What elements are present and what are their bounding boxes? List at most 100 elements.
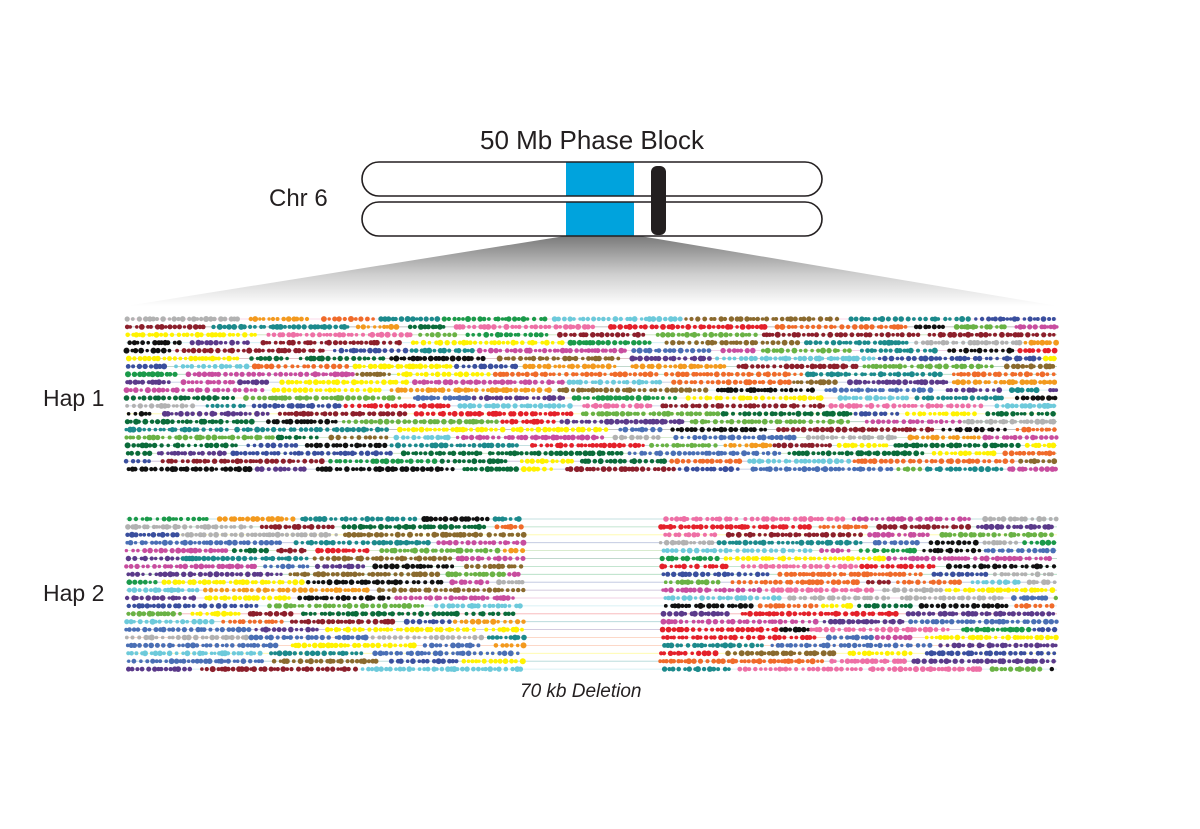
read-dot bbox=[917, 466, 923, 472]
read-dot bbox=[263, 450, 269, 456]
read-dot bbox=[974, 458, 981, 464]
read-dot bbox=[415, 372, 420, 377]
read-dot bbox=[965, 418, 972, 425]
read-dot bbox=[832, 348, 838, 353]
read-dot bbox=[461, 317, 465, 321]
read-dot bbox=[945, 396, 950, 400]
read-dot bbox=[257, 435, 263, 440]
read-dot bbox=[779, 323, 786, 330]
read-dot bbox=[469, 348, 475, 354]
read-dot bbox=[710, 516, 715, 522]
read-dot bbox=[689, 564, 693, 569]
read-dot bbox=[814, 332, 819, 338]
read-dot bbox=[820, 347, 826, 354]
read-dot bbox=[299, 451, 304, 456]
read-dot bbox=[1039, 395, 1045, 401]
read-segment bbox=[237, 379, 270, 386]
read-dot bbox=[287, 525, 292, 529]
read-dot bbox=[186, 426, 192, 433]
read-dot bbox=[366, 396, 371, 400]
read-dot bbox=[525, 427, 530, 432]
read-segment bbox=[389, 442, 519, 449]
read-dot bbox=[245, 427, 251, 433]
read-dot bbox=[1010, 411, 1016, 417]
read-dot bbox=[735, 451, 740, 456]
read-dot bbox=[959, 316, 966, 322]
read-dot bbox=[460, 541, 464, 545]
read-dot bbox=[972, 356, 978, 361]
read-dot bbox=[418, 316, 424, 322]
read-dot bbox=[612, 466, 618, 472]
read-dot bbox=[1002, 555, 1008, 562]
read-dot bbox=[577, 379, 583, 385]
read-dot bbox=[1016, 339, 1023, 346]
read-dot bbox=[161, 395, 166, 401]
read-dot bbox=[472, 363, 478, 369]
read-dot bbox=[562, 434, 568, 441]
read-dot bbox=[756, 434, 763, 441]
read-dot bbox=[649, 442, 655, 448]
read-dot bbox=[317, 427, 323, 433]
read-dot bbox=[344, 348, 349, 353]
read-dot bbox=[1053, 516, 1059, 522]
read-segment bbox=[126, 411, 152, 417]
read-dot bbox=[666, 467, 672, 472]
read-dot bbox=[515, 451, 520, 456]
read-dot bbox=[446, 388, 451, 392]
read-dot bbox=[970, 387, 976, 393]
read-dot bbox=[246, 466, 253, 473]
read-dot bbox=[227, 332, 232, 337]
read-dot bbox=[655, 435, 661, 440]
read-dot bbox=[765, 340, 770, 345]
read-dot bbox=[555, 459, 559, 463]
read-dot bbox=[835, 356, 840, 361]
read-dot bbox=[350, 427, 356, 433]
read-dot bbox=[390, 364, 394, 369]
read-dot bbox=[410, 363, 416, 370]
read-dot bbox=[792, 450, 797, 456]
read-dot bbox=[514, 540, 520, 545]
read-dot bbox=[271, 387, 277, 393]
read-dot bbox=[199, 316, 204, 322]
read-dot bbox=[937, 466, 943, 472]
read-dot bbox=[957, 531, 964, 538]
read-dot bbox=[972, 411, 977, 417]
read-dot bbox=[831, 387, 838, 393]
read-dot bbox=[334, 443, 340, 448]
read-dot bbox=[906, 332, 912, 338]
read-segment bbox=[914, 339, 1023, 346]
read-dot bbox=[637, 458, 643, 464]
read-dot bbox=[355, 372, 359, 376]
read-dot bbox=[852, 324, 858, 330]
read-dot bbox=[457, 547, 464, 554]
read-dot bbox=[425, 332, 429, 337]
read-dot bbox=[314, 563, 321, 570]
read-dot bbox=[197, 451, 201, 456]
read-dot bbox=[609, 372, 614, 377]
read-dot bbox=[518, 356, 523, 361]
read-dot bbox=[303, 395, 310, 401]
read-dot bbox=[691, 331, 698, 338]
read-dot bbox=[870, 517, 874, 521]
read-dot bbox=[364, 450, 371, 457]
read-dot bbox=[622, 348, 627, 353]
read-dot bbox=[236, 435, 241, 440]
read-dot bbox=[546, 395, 553, 401]
read-dot bbox=[433, 548, 438, 553]
read-dot bbox=[944, 380, 949, 385]
read-dot bbox=[787, 459, 792, 463]
read-dot bbox=[728, 524, 734, 530]
read-dot bbox=[298, 333, 303, 337]
read-dot bbox=[364, 380, 369, 385]
read-dot bbox=[538, 348, 542, 353]
read-dot bbox=[508, 379, 514, 385]
read-dot bbox=[381, 395, 387, 401]
read-dot bbox=[837, 524, 842, 530]
read-dot bbox=[826, 347, 832, 354]
read-dot bbox=[1030, 355, 1037, 362]
read-dot bbox=[504, 419, 509, 424]
read-dot bbox=[316, 451, 321, 456]
read-dot bbox=[213, 524, 219, 530]
read-dot bbox=[224, 364, 229, 369]
read-dot bbox=[920, 387, 926, 393]
